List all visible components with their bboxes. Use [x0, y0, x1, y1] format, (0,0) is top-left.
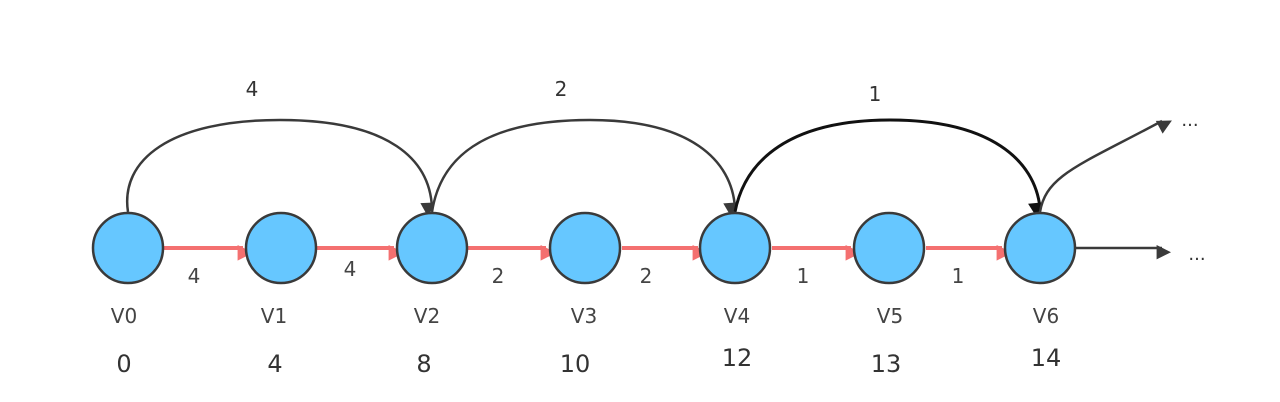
- chain-edge-weights: 4 4 2 2 1 1: [188, 257, 965, 288]
- node-name-v0: V0: [111, 304, 137, 328]
- node-v3: [548, 211, 622, 285]
- node-distances: 0 4 8 10 12 13 14: [116, 344, 1061, 378]
- node-v6: [1003, 211, 1077, 285]
- node-name-v5: V5: [877, 304, 903, 328]
- skip-weight-v4-v6: 1: [869, 82, 882, 106]
- node-name-v3: V3: [571, 304, 597, 328]
- node-name-v4: V4: [724, 304, 750, 328]
- skip-weight-v2-v4: 2: [555, 77, 568, 101]
- node-v2: [395, 211, 469, 285]
- skip-edge-v2-v4: [430, 118, 738, 218]
- node-v0: [91, 211, 165, 285]
- skip-edge-v4-v6: [733, 118, 1043, 218]
- chain-weight-v4-v5: 1: [797, 264, 810, 288]
- continuation-label-upper: ...: [1181, 110, 1198, 131]
- chain-weight-v3-v4: 2: [640, 264, 653, 288]
- node-name-v2: V2: [414, 304, 440, 328]
- continuation-edge-upper: [1038, 119, 1172, 213]
- continuation-label-lower: ...: [1188, 244, 1205, 265]
- skip-edge-v0-v2: [125, 118, 435, 218]
- nodes: [91, 211, 1077, 285]
- node-v4: [698, 211, 772, 285]
- chain-weight-v0-v1: 4: [188, 264, 201, 288]
- node-dist-v3: 10: [560, 350, 591, 378]
- node-names: V0 V1 V2 V3 V4 V5 V6: [111, 304, 1059, 328]
- node-v5: [852, 211, 926, 285]
- node-dist-v0: 0: [116, 350, 131, 378]
- node-dist-v2: 8: [416, 350, 431, 378]
- skip-edges: [125, 118, 1172, 260]
- chain-weight-v2-v3: 2: [492, 264, 505, 288]
- node-dist-v4: 12: [722, 344, 753, 372]
- node-name-v1: V1: [261, 304, 287, 328]
- chain-weight-v1-v2: 4: [344, 257, 357, 281]
- skip-edge-weights: 4 2 1: [246, 77, 882, 106]
- node-v1: [244, 211, 318, 285]
- node-dist-v6: 14: [1031, 344, 1062, 372]
- skip-weight-v0-v2: 4: [246, 77, 259, 101]
- node-dist-v5: 13: [871, 350, 902, 378]
- node-dist-v1: 4: [267, 350, 282, 378]
- chain-weight-v5-v6: 1: [952, 264, 965, 288]
- node-name-v6: V6: [1033, 304, 1059, 328]
